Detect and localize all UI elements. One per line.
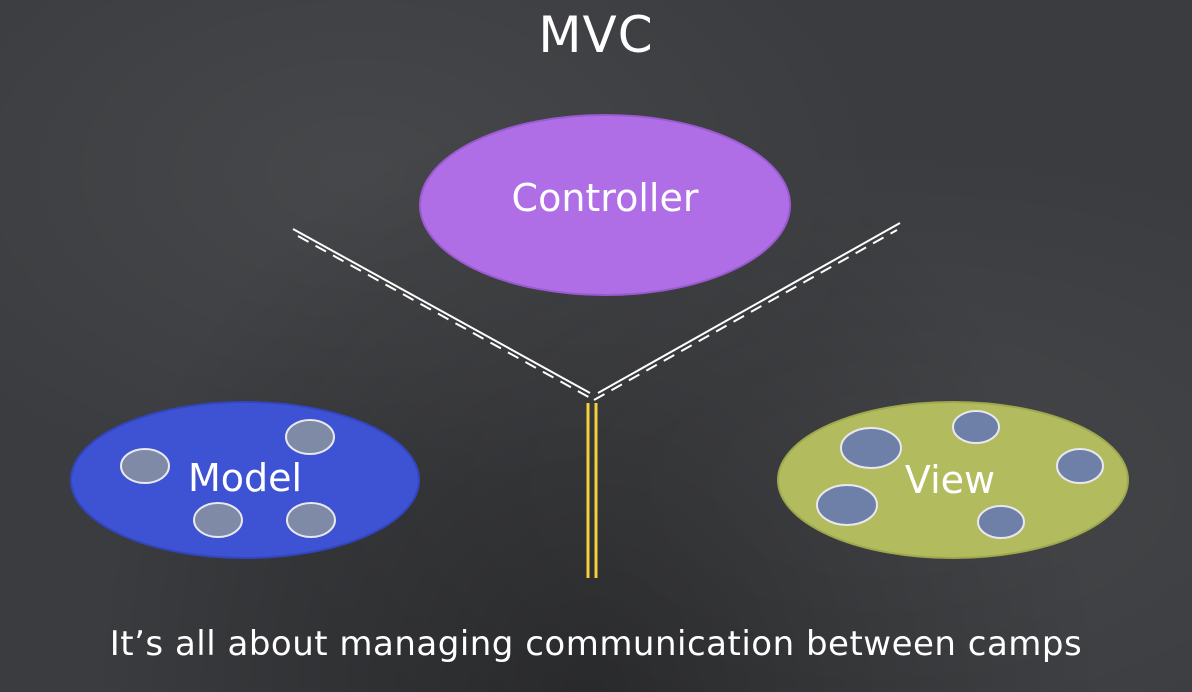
view-object-1	[840, 427, 902, 469]
view-object-2	[952, 410, 1000, 444]
controller-label: Controller	[511, 176, 699, 220]
slide-caption: It’s all about managing communication be…	[109, 624, 1083, 664]
slide-title: MVC	[538, 6, 654, 64]
model-object-2	[285, 419, 335, 455]
model-object-3	[193, 502, 243, 538]
view-object-5	[977, 505, 1025, 539]
model-object-4	[286, 502, 336, 538]
left-divider-dashed	[297, 235, 595, 401]
view-object-4	[816, 484, 878, 526]
view-label: View	[904, 458, 996, 502]
model-label: Model	[187, 456, 303, 500]
model-object-1	[120, 448, 170, 484]
controller-camp	[419, 114, 791, 296]
view-object-3	[1056, 448, 1104, 484]
right-divider-dashed	[593, 229, 898, 401]
left-divider-solid	[292, 228, 591, 394]
right-divider-solid	[597, 222, 901, 394]
